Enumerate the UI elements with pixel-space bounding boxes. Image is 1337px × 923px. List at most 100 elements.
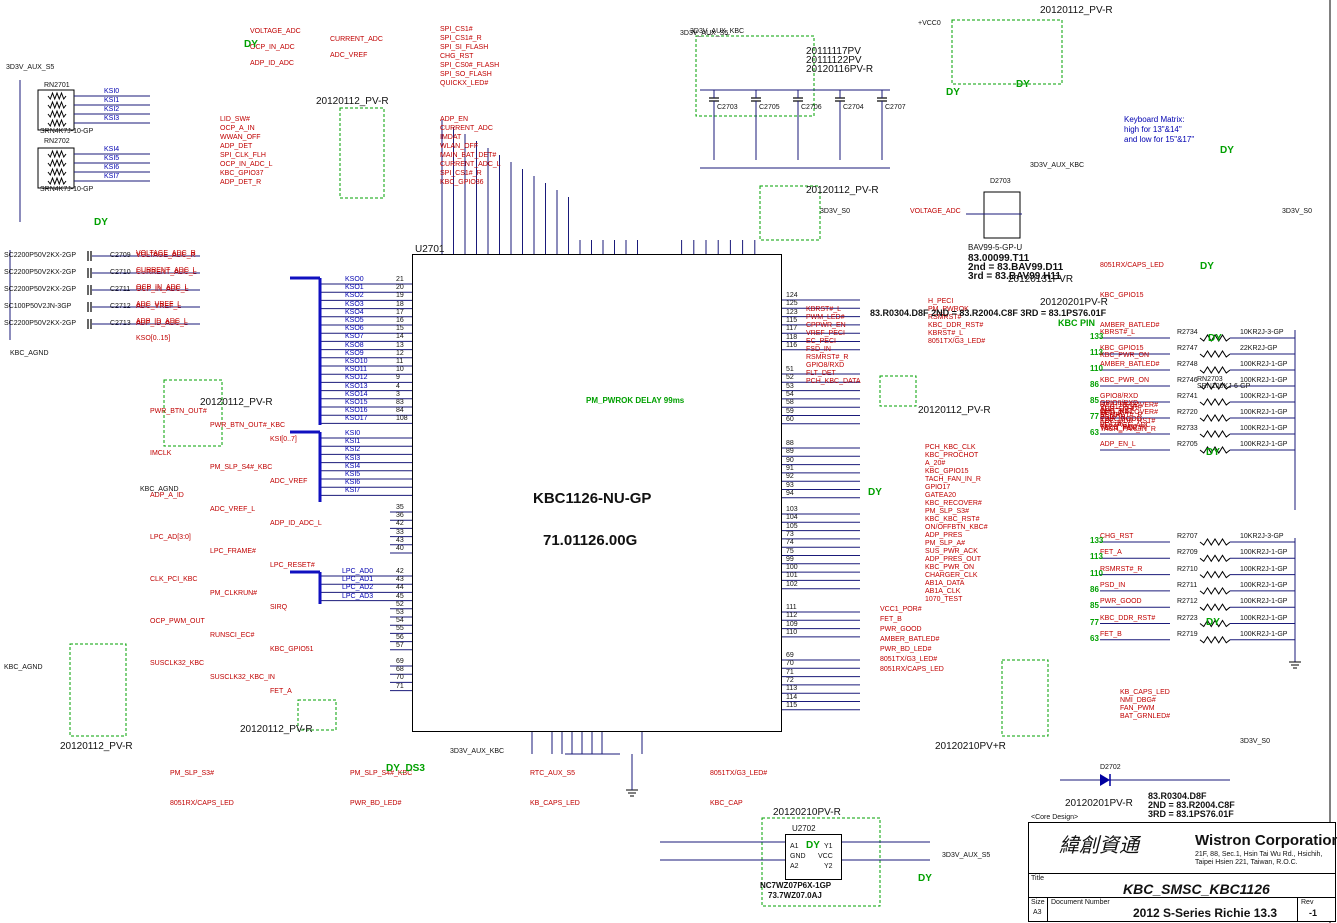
lpc-net-label: LPC_AD2	[342, 584, 374, 592]
rn2701-part: SRN4K7J-10-GP	[40, 128, 94, 135]
right-resistor-net-label: AMBER_BATLED#	[1100, 361, 1160, 368]
net-label: 1070_TEST	[925, 596, 963, 603]
diode-code-top: 83.R0304.D8F 2ND = 83.R2004.C8F 3RD = 83…	[870, 309, 1106, 318]
net-label: KBC_GPIO37	[220, 170, 264, 177]
resistor-network-net-label: KSI4	[104, 146, 120, 153]
power-3d3v-aux-kbc-bottom: 3D3V_AUX_KBC	[450, 748, 505, 755]
chip-right-pin-number: 74	[786, 539, 794, 547]
left-cap-part: SC2200P50V2KX-2GP	[4, 252, 76, 259]
net-label: KBRST#_L	[806, 306, 842, 313]
u2702-pin-a1: A1	[790, 843, 799, 850]
ksi-net-label: KSI6	[345, 479, 361, 487]
right-resistor-net-label: PSD_IN	[1100, 581, 1126, 589]
kso-net-label: KSO13	[345, 382, 368, 390]
chip-left-pin-number: 15	[396, 325, 404, 333]
net-label: CLK_PCI_KBC	[150, 576, 198, 583]
net-label: VCC1_POR#	[1100, 404, 1142, 411]
pv-change-box-7	[297, 699, 337, 731]
net-label: ADP_A_ID	[150, 492, 184, 499]
chip-right-pin-number: 123	[786, 308, 798, 316]
net-label: KBC_PWR_ON	[1100, 352, 1150, 359]
net-label: PCH_KBC_CLK	[925, 444, 976, 451]
pv-change-box-5	[163, 379, 223, 447]
resistor-network-net-label: KSI6	[104, 164, 120, 171]
chip-right-pin-number: 99	[786, 555, 794, 563]
right-resistor-value: 100KR2J-1-GP	[1240, 549, 1288, 557]
net-label: OCP_IN_ADC_L	[220, 161, 273, 168]
diode-3rd-bottom: 3RD = 83.1PS76.01F	[1148, 809, 1234, 819]
net-label: LPC_AD[3:0]	[150, 534, 191, 541]
u2702-part: NC7WZ07P6X-1GP	[760, 881, 832, 890]
right-resistor-value: 22KR2J-GP	[1240, 345, 1278, 352]
chip-right-pin-number: 109	[786, 620, 798, 628]
rn2701-ref: RN2701	[44, 82, 70, 89]
dy-marker: DY	[918, 873, 932, 884]
right-resistor-symbol	[1199, 382, 1231, 390]
right-resistor-symbol	[1199, 603, 1231, 612]
bav99-diode-box	[983, 191, 1021, 239]
net-label: 8051TX/G3_LED#	[928, 338, 986, 345]
right-resistor-ref: R2710	[1177, 565, 1198, 573]
right-resistor-ref: R2747	[1177, 345, 1198, 352]
net-label: KB_CAPS_LED	[1120, 689, 1170, 696]
chip-left-pin-number: 18	[396, 300, 404, 308]
kso-net-label: KSO2	[345, 292, 364, 300]
company-name: Wistron Corporation	[1195, 832, 1337, 849]
u2702-ref: U2702	[792, 824, 816, 833]
right-resistor-pin-number: 110	[1090, 364, 1103, 373]
chip-right-pin-number: 92	[786, 473, 794, 481]
u2702-pin-y1: Y1	[824, 843, 833, 850]
right-resistor-ref: R2733	[1177, 425, 1198, 432]
right-resistor-value: 100KR2J-1-GP	[1240, 630, 1288, 638]
net-label: VOLTAGE_ADC	[1100, 422, 1151, 429]
chip-left-pin-number: 33	[396, 528, 404, 536]
net-label: ADC_VREF_L	[136, 301, 182, 308]
left-cap-ref: C2711	[110, 286, 131, 293]
ksi-net-label: KSI1	[345, 438, 361, 446]
left-cap-net: OCP_IN_ADC_L	[136, 286, 189, 293]
chip-right-pin-number: 73	[786, 530, 794, 538]
pv-change-box-9	[761, 817, 881, 907]
chip-right-pin-number: 103	[786, 506, 798, 513]
tach-diode-symbol	[1100, 774, 1110, 786]
net-label: EC_PECI	[806, 338, 836, 345]
sheet-title: KBC_SMSC_KBC1126	[1123, 881, 1270, 897]
chip-right-pin-number: 125	[786, 300, 798, 308]
right-resistor-value: 100KR2J-1-GP	[1240, 425, 1288, 432]
top-cap-bank-ref: C2707	[885, 104, 906, 111]
pv-annotation-15: 20120210PV-R	[773, 807, 841, 818]
chip-left-pin-number: 36	[396, 512, 404, 520]
right-resistor-value: 100KR2J-1-GP	[1240, 409, 1288, 416]
right-resistor-net-label: GPIO8/RXD	[1100, 393, 1139, 400]
resistor-network-element	[47, 91, 67, 101]
ksi-net-label: KSI0	[345, 430, 361, 437]
net-label: FET_B	[1100, 420, 1122, 427]
left-cap-part: SC100P50V2JN-3GP	[4, 303, 72, 310]
chip-right-pin-number: 53	[786, 382, 794, 390]
net-label: RUNSCI_EC#	[210, 632, 255, 639]
chip-right-pin-number: 111	[786, 604, 797, 611]
kso-net-label: KSO9	[345, 349, 364, 357]
net-label: ADC_VREF	[330, 52, 368, 59]
chip-right-pin-number: 117	[786, 325, 798, 333]
top-cap-bank-ref: C2703	[717, 104, 738, 111]
chip-right-pin-number: 104	[786, 514, 798, 522]
right-resistor-ref: R2705	[1177, 441, 1198, 448]
bav-part: BAV99-5-GP-U	[968, 243, 1023, 252]
chip-left-pin-number: 19	[396, 292, 404, 300]
dy-marker: DY	[868, 487, 882, 498]
resistor-network-element	[47, 109, 67, 119]
right-resistor-ref: R2741	[1177, 393, 1198, 400]
right-resistor-pin-number: 86	[1090, 380, 1099, 389]
right-resistor-ref: R2719	[1177, 630, 1198, 638]
resistor-network-box	[37, 89, 75, 131]
left-cap-ref: C2713	[110, 320, 131, 327]
chip-right-pin-number: 60	[786, 415, 794, 423]
kso-net-label: KSO4	[345, 308, 364, 316]
kso-net-label: KSO3	[345, 300, 364, 308]
pv-annotation-11: 20120112_PV-R	[240, 724, 313, 735]
right-resistor-pin-number: 63	[1090, 633, 1099, 643]
net-label: GATEA20	[925, 492, 956, 499]
right-resistor-value: 100KR2J-1-GP	[1240, 614, 1288, 622]
